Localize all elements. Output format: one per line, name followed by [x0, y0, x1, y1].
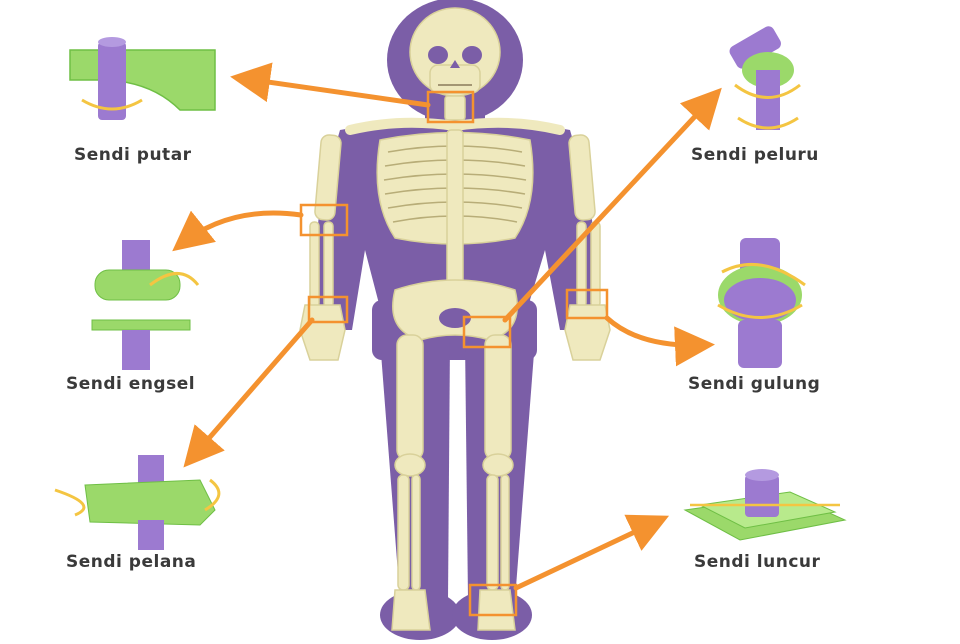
pointer-arrows: [172, 62, 722, 591]
right-hand: [564, 304, 611, 361]
left-hand: [299, 304, 346, 361]
label-sendi-putar: Sendi putar: [74, 145, 192, 165]
spine: [446, 129, 464, 301]
label-sendi-luncur: Sendi luncur: [694, 552, 821, 572]
label-sendi-peluru: Sendi peluru: [691, 145, 819, 165]
left-foot: [391, 589, 431, 631]
right-foot: [477, 589, 516, 631]
label-sendi-pelana: Sendi pelana: [66, 552, 197, 572]
ellipsoid-joint-icon: [717, 238, 806, 368]
hand-joint-box: [565, 288, 609, 320]
hinge-joint-icon: [91, 240, 200, 370]
right-femur: [484, 334, 512, 461]
elbow-joint-box: [299, 203, 349, 237]
arrow-gulung: [604, 315, 715, 367]
right-humerus: [568, 134, 596, 221]
ankle-joint-box: [468, 583, 518, 617]
wrist-joint-box: [307, 295, 349, 324]
skeleton: [299, 7, 611, 631]
saddle-joint-icon: [54, 455, 221, 550]
gliding-joint-icon: [683, 469, 847, 541]
ball-socket-joint-icon: [729, 26, 801, 130]
label-sendi-gulung: Sendi gulung: [688, 374, 821, 394]
arrow-luncur: [513, 514, 670, 591]
label-sendi-engsel: Sendi engsel: [66, 374, 196, 394]
arrow-peluru: [502, 87, 722, 323]
arrow-pelana: [183, 317, 315, 468]
arrow-engsel: [172, 210, 304, 252]
neck-vertebrae: [444, 95, 466, 121]
left-femur: [396, 334, 424, 461]
left-humerus: [314, 134, 342, 221]
joint-highlights: [299, 90, 609, 617]
pivot-joint-icon: [69, 37, 216, 120]
hip-joint-box: [462, 315, 512, 349]
arrow-putar: [230, 62, 431, 108]
